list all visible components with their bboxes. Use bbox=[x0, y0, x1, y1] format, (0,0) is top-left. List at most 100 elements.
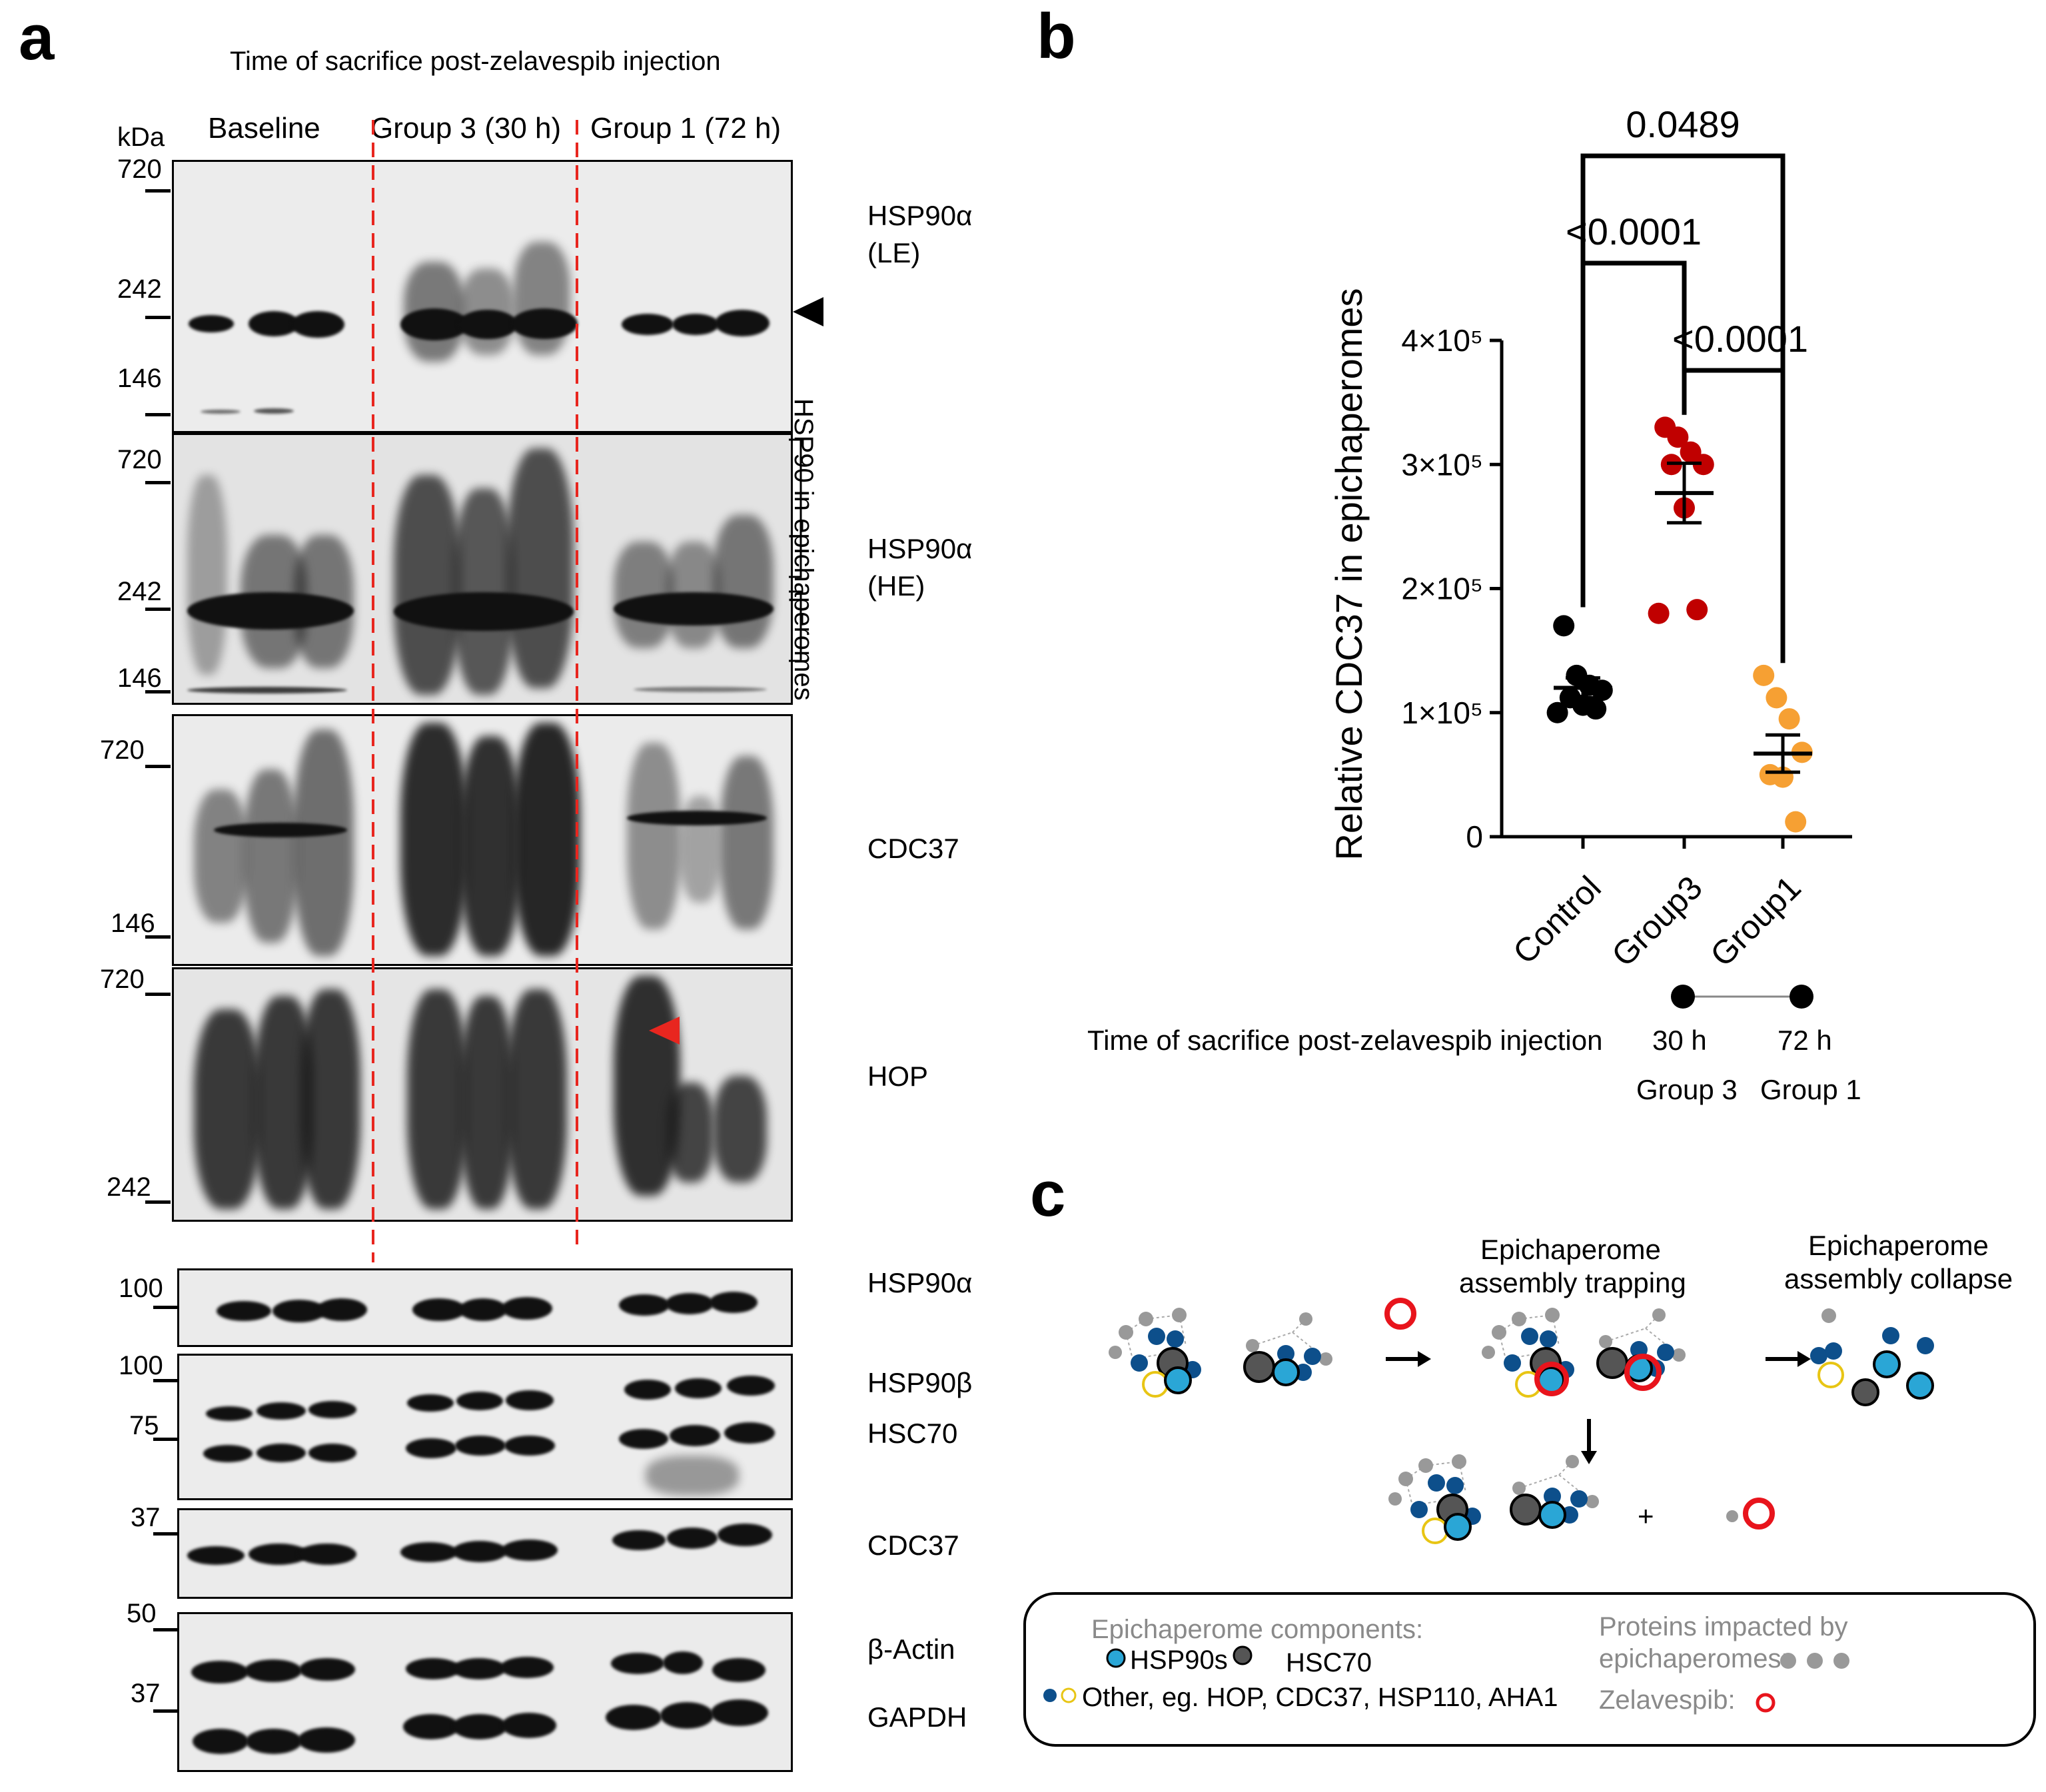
blot1-tick-720 bbox=[145, 189, 171, 193]
blot-cdc37-sds bbox=[177, 1508, 793, 1599]
sig-label-2: 0.0489 bbox=[1626, 103, 1740, 145]
blot2-marker-242: 242 bbox=[117, 577, 162, 606]
plus-sign: + bbox=[1638, 1500, 1654, 1532]
label-hsp90a-sds: HSP90α bbox=[867, 1267, 973, 1298]
blot1-tick-146 bbox=[145, 413, 171, 416]
point-control-3 bbox=[1591, 679, 1613, 701]
blot2-tick-720 bbox=[145, 481, 171, 484]
lower4-tick-37 bbox=[153, 1709, 179, 1713]
blot4-tick-242 bbox=[145, 1200, 171, 1204]
panel-b-label: b bbox=[1037, 1, 1076, 72]
label-hsp90a-le-2: (LE) bbox=[867, 237, 921, 268]
legend-impacted-1: Proteins impacted by bbox=[1599, 1612, 1848, 1641]
y-tick-label-1: 1×10⁵ bbox=[1401, 695, 1483, 730]
footer-caption: Time of sacrifice post-zelavespib inject… bbox=[1087, 1025, 1603, 1056]
blot3-marker-146: 146 bbox=[111, 909, 155, 938]
point-group1-1 bbox=[1766, 687, 1788, 709]
x-tick-label-2: Group1 bbox=[1703, 869, 1808, 974]
point-control-6 bbox=[1585, 698, 1607, 720]
trap-title-2: assembly trapping bbox=[1459, 1267, 1686, 1298]
footer-t1: 30 h bbox=[1652, 1025, 1707, 1056]
y-tick-label-3: 3×10⁵ bbox=[1401, 447, 1483, 482]
blot3-tick-146 bbox=[145, 935, 171, 939]
label-hsp90a-le-1: HSP90α bbox=[867, 200, 973, 231]
panel-c-label: c bbox=[1030, 1158, 1066, 1230]
lower3-tick-37 bbox=[153, 1532, 179, 1536]
cdc37-scatter-chart: 01×10⁵2×10⁵3×10⁵4×10⁵ControlGroup3Group1… bbox=[1328, 103, 1852, 974]
point-group3-6 bbox=[1686, 599, 1708, 621]
lower3-marker-37: 37 bbox=[131, 1503, 161, 1532]
label-beta-actin: β-Actin bbox=[867, 1633, 955, 1665]
blot2-marker-146: 146 bbox=[117, 664, 162, 693]
lower4-tick-50 bbox=[153, 1628, 179, 1631]
blot1-marker-242: 242 bbox=[117, 274, 162, 304]
group-label-group3: Group 3 (30 h) bbox=[370, 112, 562, 145]
blot-hsp90a-le bbox=[172, 160, 793, 433]
sig-label-0: <0.0001 bbox=[1566, 211, 1702, 252]
lower4-marker-37: 37 bbox=[131, 1679, 161, 1708]
blot4-marker-242: 242 bbox=[107, 1172, 151, 1202]
group-label-group1: Group 1 (72 h) bbox=[590, 112, 781, 145]
blot-hsp90b-hsc70 bbox=[177, 1354, 793, 1500]
hsc70-legend-icon bbox=[1233, 1645, 1253, 1665]
blot3-marker-720: 720 bbox=[100, 735, 145, 765]
blot4-tick-720 bbox=[145, 993, 171, 996]
x-tick-label-1: Group3 bbox=[1604, 869, 1710, 974]
collapse-title-2: assembly collapse bbox=[1784, 1263, 2013, 1294]
red-arrowhead-icon bbox=[649, 1017, 680, 1045]
point-group1-0 bbox=[1753, 664, 1775, 686]
blot-hsp90a-sds bbox=[177, 1268, 793, 1347]
point-group3-7 bbox=[1648, 602, 1670, 624]
legend-impacted-2: epichaperomes: bbox=[1599, 1644, 1789, 1673]
sig-label-1: <0.0001 bbox=[1672, 318, 1808, 360]
group-label-baseline: Baseline bbox=[208, 112, 320, 145]
blot-hop-native bbox=[172, 967, 793, 1222]
y-tick-label-0: 0 bbox=[1466, 819, 1483, 854]
label-hsc70: HSC70 bbox=[867, 1418, 958, 1449]
footer-g2: Group 1 bbox=[1760, 1074, 1861, 1105]
point-group1-6 bbox=[1785, 811, 1807, 833]
lower2-marker-100: 100 bbox=[119, 1351, 163, 1380]
footer-t2: 72 h bbox=[1778, 1025, 1832, 1056]
blot-actin-gapdh bbox=[177, 1612, 793, 1772]
trap-title-1: Epichaperome bbox=[1480, 1234, 1661, 1265]
point-control-7 bbox=[1546, 701, 1568, 723]
y-tick-label-2: 2×10⁵ bbox=[1401, 572, 1483, 606]
point-control-0 bbox=[1553, 615, 1575, 637]
impacted-proteins-legend-icon bbox=[1780, 1653, 1849, 1669]
y-tick-label-4: 4×10⁵ bbox=[1401, 323, 1483, 358]
panel-a-title: Time of sacrifice post-zelavespib inject… bbox=[230, 47, 721, 76]
blot-cdc37-native bbox=[172, 714, 793, 966]
point-group3-1 bbox=[1667, 426, 1689, 448]
panel-a-label: a bbox=[19, 2, 55, 73]
label-gapdh: GAPDH bbox=[867, 1701, 967, 1733]
timeline-icon bbox=[1671, 985, 1813, 1009]
legend-components-title: Epichaperome components: bbox=[1091, 1615, 1424, 1644]
label-cdc37-sds: CDC37 bbox=[867, 1530, 959, 1561]
lower1-tick-100 bbox=[153, 1306, 179, 1309]
blot3-tick-720 bbox=[145, 765, 171, 768]
label-hsp90b: HSP90β bbox=[867, 1367, 973, 1398]
y-axis-label: Relative CDC37 in epichaperomes bbox=[1328, 288, 1370, 860]
lower2-tick-75 bbox=[153, 1438, 179, 1441]
point-group1-2 bbox=[1778, 708, 1800, 730]
sig-bracket-2 bbox=[1580, 153, 1786, 589]
label-hsp90a-he-2: (HE) bbox=[867, 570, 925, 602]
blot2-marker-720: 720 bbox=[117, 445, 162, 474]
label-hsp90a-he-1: HSP90α bbox=[867, 533, 973, 564]
black-arrowhead-icon bbox=[793, 297, 823, 326]
label-hop: HOP bbox=[867, 1061, 929, 1092]
zelavespib-legend-icon bbox=[1756, 1693, 1776, 1713]
blot4-marker-720: 720 bbox=[100, 965, 145, 994]
lower1-marker-100: 100 bbox=[119, 1274, 163, 1303]
other-legend-icon bbox=[1043, 1687, 1077, 1703]
legend-box bbox=[1023, 1592, 2036, 1747]
blot-hsp90a-he bbox=[172, 433, 793, 705]
lower2-tick-100 bbox=[153, 1379, 179, 1382]
lower4-marker-50: 50 bbox=[127, 1599, 157, 1628]
blot1-marker-146: 146 bbox=[117, 364, 162, 393]
blot2-tick-146 bbox=[145, 690, 171, 693]
kda-label: kDa bbox=[117, 123, 165, 152]
label-cdc37-native: CDC37 bbox=[867, 833, 959, 864]
